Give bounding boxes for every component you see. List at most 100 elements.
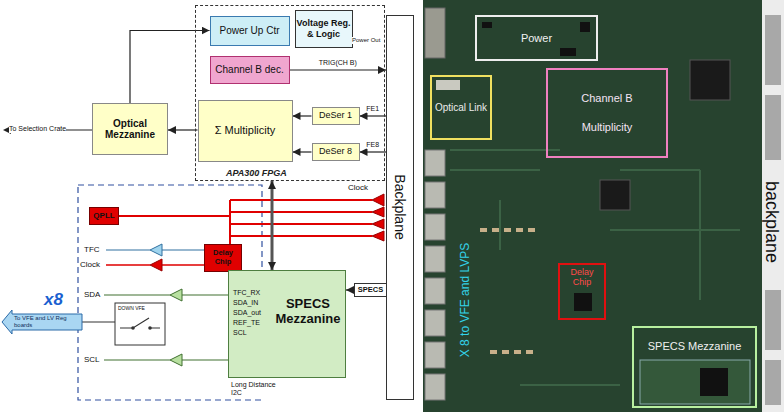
signal-label: Power Out xyxy=(352,37,380,44)
connector xyxy=(360,115,387,116)
edge-label: FE8 xyxy=(366,141,379,149)
node-text: SDA_IN xyxy=(233,299,258,307)
connector xyxy=(765,15,781,85)
photo-label: backplane xyxy=(762,181,783,263)
node-text: REF_TE xyxy=(233,319,260,327)
connector xyxy=(425,246,445,272)
node-text: Backplane xyxy=(392,175,408,240)
chip xyxy=(700,368,728,396)
connector xyxy=(765,290,781,350)
photo-callout: Power xyxy=(475,15,598,61)
logic-block: Power Up Ctr xyxy=(210,16,290,46)
node-text: APA300 FPGA xyxy=(226,168,287,178)
fpga-outline: APA300 FPGA Power Up Ctr Voltage Reg. & Lo… xyxy=(195,5,385,181)
connector xyxy=(290,69,387,70)
node-text: SDA_out xyxy=(233,309,261,317)
node-text: Optical Mezzanine xyxy=(93,118,167,141)
connector xyxy=(130,31,210,104)
edge-label: TRIG(CH B) xyxy=(319,59,357,67)
switch-label: DOWN VFE xyxy=(118,306,145,312)
cable-label: To VFE and LV Reg boards xyxy=(14,315,74,329)
signal-label: SDA xyxy=(84,290,100,299)
backplane-bus: Backplane xyxy=(386,15,414,400)
logic-block: Σ Multiplicity xyxy=(198,100,293,162)
mezzanine-block: SPECS MezzanineTFC_RXSDA_INSDA_outREF_TE… xyxy=(228,270,346,378)
pcb-photo xyxy=(423,0,784,412)
line-driver xyxy=(170,354,182,366)
cable-arrow xyxy=(2,310,82,334)
clock-driver xyxy=(372,231,384,241)
node-text: Delay Chip xyxy=(560,267,604,288)
node-text: Voltage Reg. & Logic xyxy=(296,18,352,39)
node-text: Power Up Ctr xyxy=(219,25,279,37)
connector xyxy=(425,310,445,336)
resistor xyxy=(492,228,499,232)
bus-label: Long Distance I2C xyxy=(231,381,277,397)
multiplicity-mark: x8 xyxy=(44,290,63,310)
chip-block: QPLL xyxy=(89,207,118,225)
photo-callout: SPECS Mezzanine xyxy=(632,326,757,408)
connector xyxy=(360,151,387,152)
component xyxy=(560,48,576,56)
optical-module xyxy=(436,80,460,90)
mezzanine-card xyxy=(640,360,750,404)
node-text: Channel B dec. xyxy=(215,64,283,76)
connector xyxy=(425,150,445,176)
resistor xyxy=(504,228,511,232)
connector xyxy=(765,95,781,160)
logic-block: Voltage Reg. & Logic xyxy=(295,10,353,48)
connector xyxy=(293,115,312,116)
chip xyxy=(574,293,592,311)
switch-contact xyxy=(148,326,152,330)
chip-block: Delay Chip xyxy=(204,244,242,272)
signal-label: SCL xyxy=(84,355,100,364)
clock-driver xyxy=(372,194,384,206)
connector xyxy=(765,360,781,405)
connector xyxy=(425,278,445,304)
pcb-board xyxy=(423,0,762,412)
resistor xyxy=(514,350,521,354)
node-text: SPECS xyxy=(358,286,383,295)
connector xyxy=(271,181,274,270)
chip xyxy=(690,60,730,100)
photo-callout: Channel BMultiplicity xyxy=(546,68,668,158)
node-text: Optical Link xyxy=(435,102,487,114)
node-text: SPECS Mezzanine xyxy=(648,340,742,353)
signal-label: To Selection Crate xyxy=(9,125,66,133)
bus-block: SPECS xyxy=(354,283,387,297)
line-driver xyxy=(170,289,182,301)
logic-block: DeSer 8 xyxy=(312,143,360,161)
resistor xyxy=(480,228,487,232)
resistor xyxy=(502,350,509,354)
logic-block: DeSer 1 xyxy=(312,107,360,125)
board-edge xyxy=(762,0,784,412)
photo-label: X 8 to VFE and LVPS xyxy=(459,243,473,358)
switch-symbol xyxy=(82,318,160,328)
node-text: SCL xyxy=(233,329,247,337)
node-text: DeSer 8 xyxy=(319,146,352,156)
line-driver xyxy=(150,259,162,271)
node-text: QPLL xyxy=(93,211,114,220)
connector xyxy=(168,129,198,130)
node-text: Σ Multiplicity xyxy=(215,124,276,137)
connector xyxy=(425,8,445,58)
resistor xyxy=(490,350,497,354)
photo-callout: Optical Link xyxy=(430,75,492,140)
clock-driver xyxy=(372,207,384,217)
node-text: Power xyxy=(521,32,552,45)
signal-label: TFC xyxy=(84,245,100,254)
logic-block: Channel B dec. xyxy=(210,56,290,84)
signal-label: Clock xyxy=(348,183,368,192)
connector xyxy=(425,342,445,368)
connector xyxy=(346,289,354,290)
clock-driver xyxy=(372,219,384,229)
chip xyxy=(600,180,630,210)
edge-label: FE1 xyxy=(366,105,379,113)
photo-callout: Delay Chip xyxy=(558,263,606,320)
component xyxy=(580,22,590,32)
component xyxy=(482,22,492,28)
resistor xyxy=(528,228,535,232)
node-text: DeSer 1 xyxy=(319,110,352,120)
